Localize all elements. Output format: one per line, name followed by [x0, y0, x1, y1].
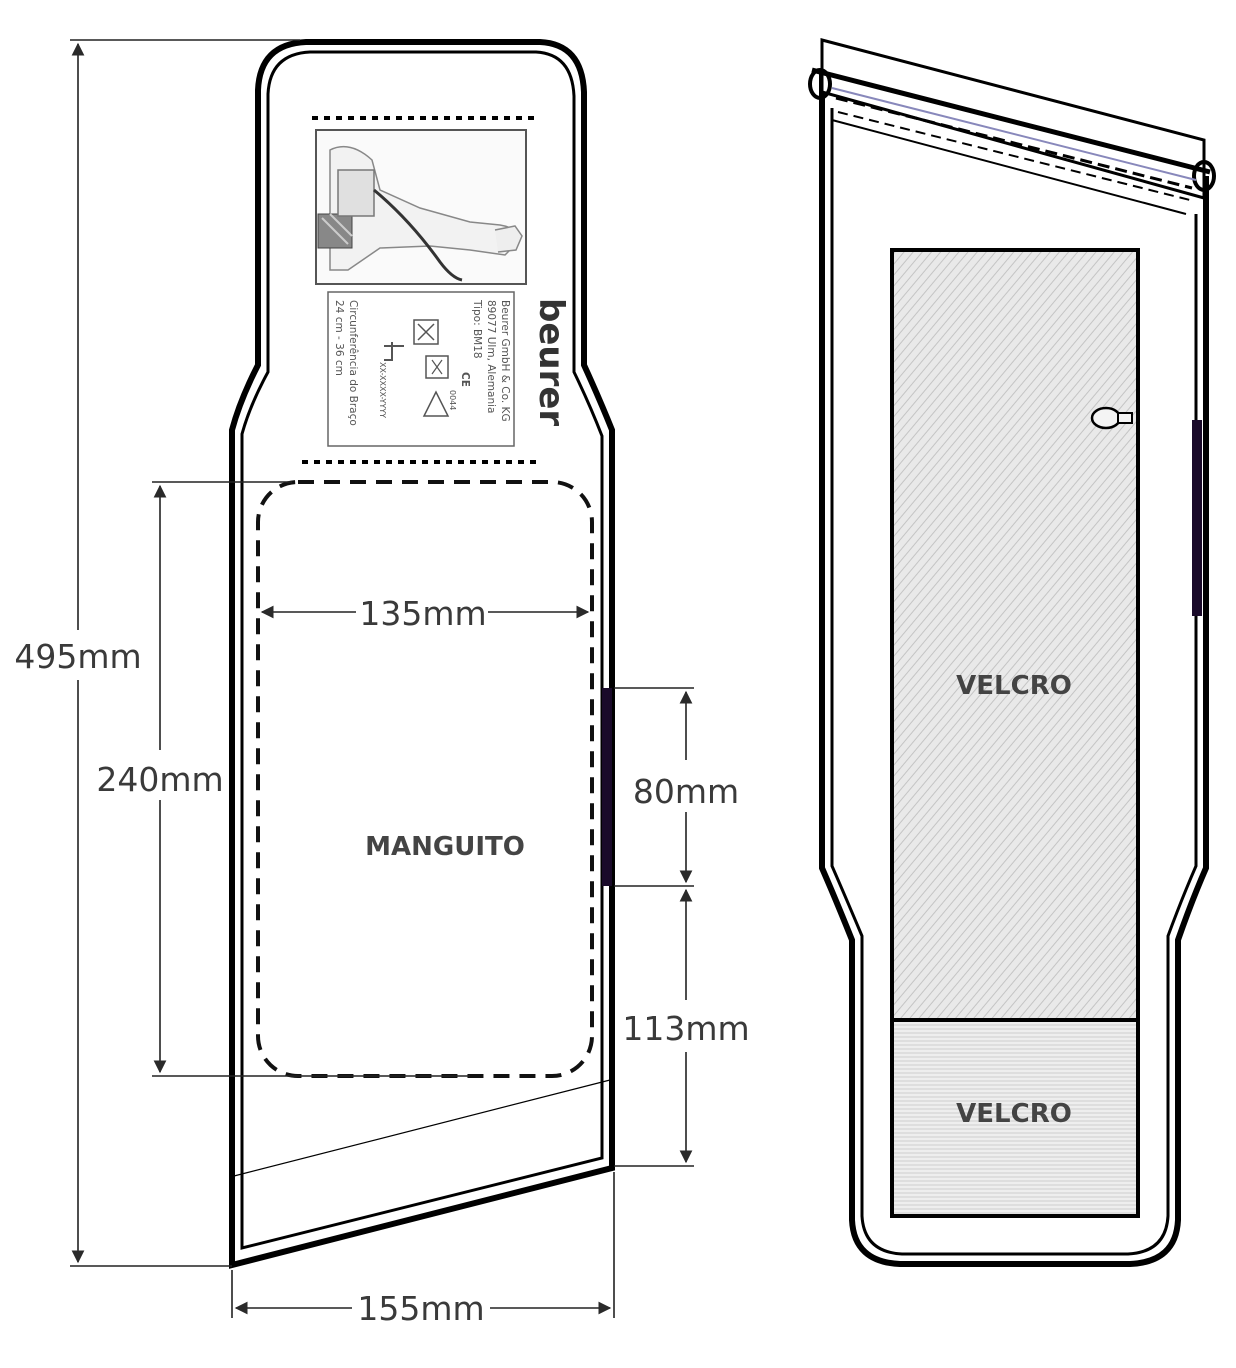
tag-lot-number: XX-XXXX-YYYY	[378, 362, 387, 418]
back-view: VELCRO VELCRO	[808, 38, 1216, 1267]
velcro-main-label: VELCRO	[956, 671, 1072, 701]
tag-circumference-title: Circunferência do Braço	[347, 300, 359, 426]
tag-line-2: 89077 Ulm, Alemania	[485, 300, 497, 413]
front-view: Beurer GmbH & Co. KG 89077 Ulm, Alemania…	[229, 39, 615, 1269]
brand-logo: beurer	[531, 298, 571, 426]
dim-cuff-width: 135mm	[359, 594, 486, 633]
velcro-bottom-area	[890, 1018, 1140, 1218]
dimensions: 495mm 240mm 135mm 155mm 80mm 113mm	[14, 39, 750, 1328]
front-diagonal-seam	[233, 1079, 611, 1177]
velcro-main-area	[890, 248, 1140, 1022]
tag-ce-number: 0044	[448, 390, 457, 410]
warning-icon	[422, 390, 450, 417]
cuff-bladder-outline	[256, 480, 594, 1078]
tag-line-3: Tipo: BM18	[471, 299, 483, 359]
front-cuff-inner-outline	[240, 50, 604, 1250]
product-label-tag: Beurer GmbH & Co. KG 89077 Ulm, Alemania…	[327, 291, 571, 447]
tag-circumference-range: 24 cm - 36 cm	[333, 300, 345, 376]
dim-bottom-width: 155mm	[357, 1289, 484, 1328]
back-cuff-outline	[819, 72, 1209, 1267]
tag-line-1: Beurer GmbH & Co. KG	[499, 300, 511, 422]
front-tube-strip	[602, 688, 612, 886]
dim-lower-segment: 113mm	[622, 1009, 749, 1048]
back-tube-strip	[1192, 420, 1202, 616]
tag-ce-mark: CE	[459, 372, 471, 387]
back-top-flap	[808, 38, 1216, 215]
cuff-label: MANGUITO	[365, 832, 525, 862]
dim-cuff-length: 240mm	[96, 760, 223, 799]
arm-illustration	[315, 129, 527, 285]
velcro-bottom-label: VELCRO	[956, 1099, 1072, 1129]
dim-upper-segment: 80mm	[633, 772, 739, 811]
tube-connector-icon	[1090, 406, 1133, 430]
front-cuff-outline	[229, 39, 615, 1269]
dispose-icon	[413, 319, 439, 345]
manufacturer-icon	[384, 342, 404, 361]
dim-total-length: 495mm	[14, 637, 141, 676]
back-cuff-inner-outline	[830, 108, 1198, 1256]
bf-type-icon	[425, 355, 449, 379]
